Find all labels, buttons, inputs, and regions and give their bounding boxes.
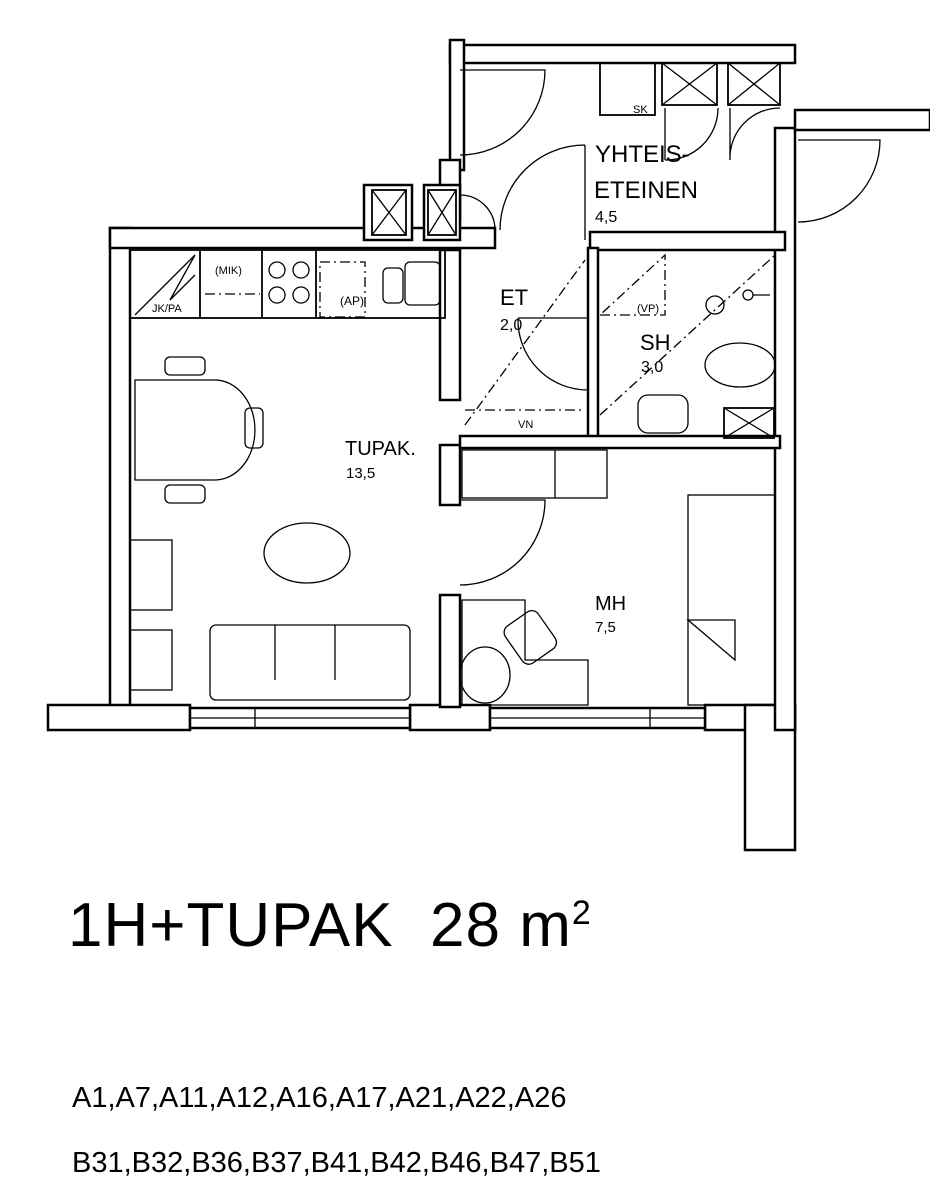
plan-type: 1H+TUPAK xyxy=(68,891,394,960)
entry-name: ET xyxy=(500,285,528,310)
hall-name-1: YHTEIS- xyxy=(595,141,690,168)
plan-area: 28 m xyxy=(430,891,572,960)
room-labels: YHTEIS- ETEINEN 4,5 ET 2,0 SH 3,0 TUPAK.… xyxy=(152,104,698,636)
door-swings xyxy=(459,69,881,586)
furniture xyxy=(129,289,776,706)
windows xyxy=(188,706,707,730)
living-area: 13,5 xyxy=(346,465,375,482)
floor-plan: YHTEIS- ETEINEN 4,5 ET 2,0 SH 3,0 TUPAK.… xyxy=(46,38,930,852)
washer-label: (VP) xyxy=(637,303,659,315)
apartments-row-b: B31,B32,B36,B37,B41,B42,B46,B47,B51 xyxy=(72,1147,601,1179)
apartments-row-a: A1,A7,A11,A12,A16,A17,A21,A22,A26 xyxy=(72,1082,567,1114)
dashed-lines xyxy=(464,253,776,426)
fridge-label: JK/PA xyxy=(152,303,182,315)
entry-area: 2,0 xyxy=(500,317,522,334)
bath-area: 3,0 xyxy=(641,359,663,376)
storage-label: SK xyxy=(633,104,648,116)
hall-name-2: ETEINEN xyxy=(594,177,698,204)
dishwasher-label: (AP) xyxy=(340,294,364,308)
shafts xyxy=(371,62,781,439)
bedroom-area: 7,5 xyxy=(595,619,616,636)
plan-area-exp: 2 xyxy=(571,894,592,932)
microwave-label: (MIK) xyxy=(215,265,242,277)
bath-name: SH xyxy=(640,330,671,355)
living-name: TUPAK. xyxy=(345,438,416,460)
hall-area: 4,5 xyxy=(595,209,617,226)
kitchen-counter xyxy=(129,249,446,319)
bedroom-name: MH xyxy=(595,593,626,615)
plan-title: 1H+TUPAK 28 m2 xyxy=(68,890,592,961)
closet-label: VN xyxy=(518,419,533,431)
